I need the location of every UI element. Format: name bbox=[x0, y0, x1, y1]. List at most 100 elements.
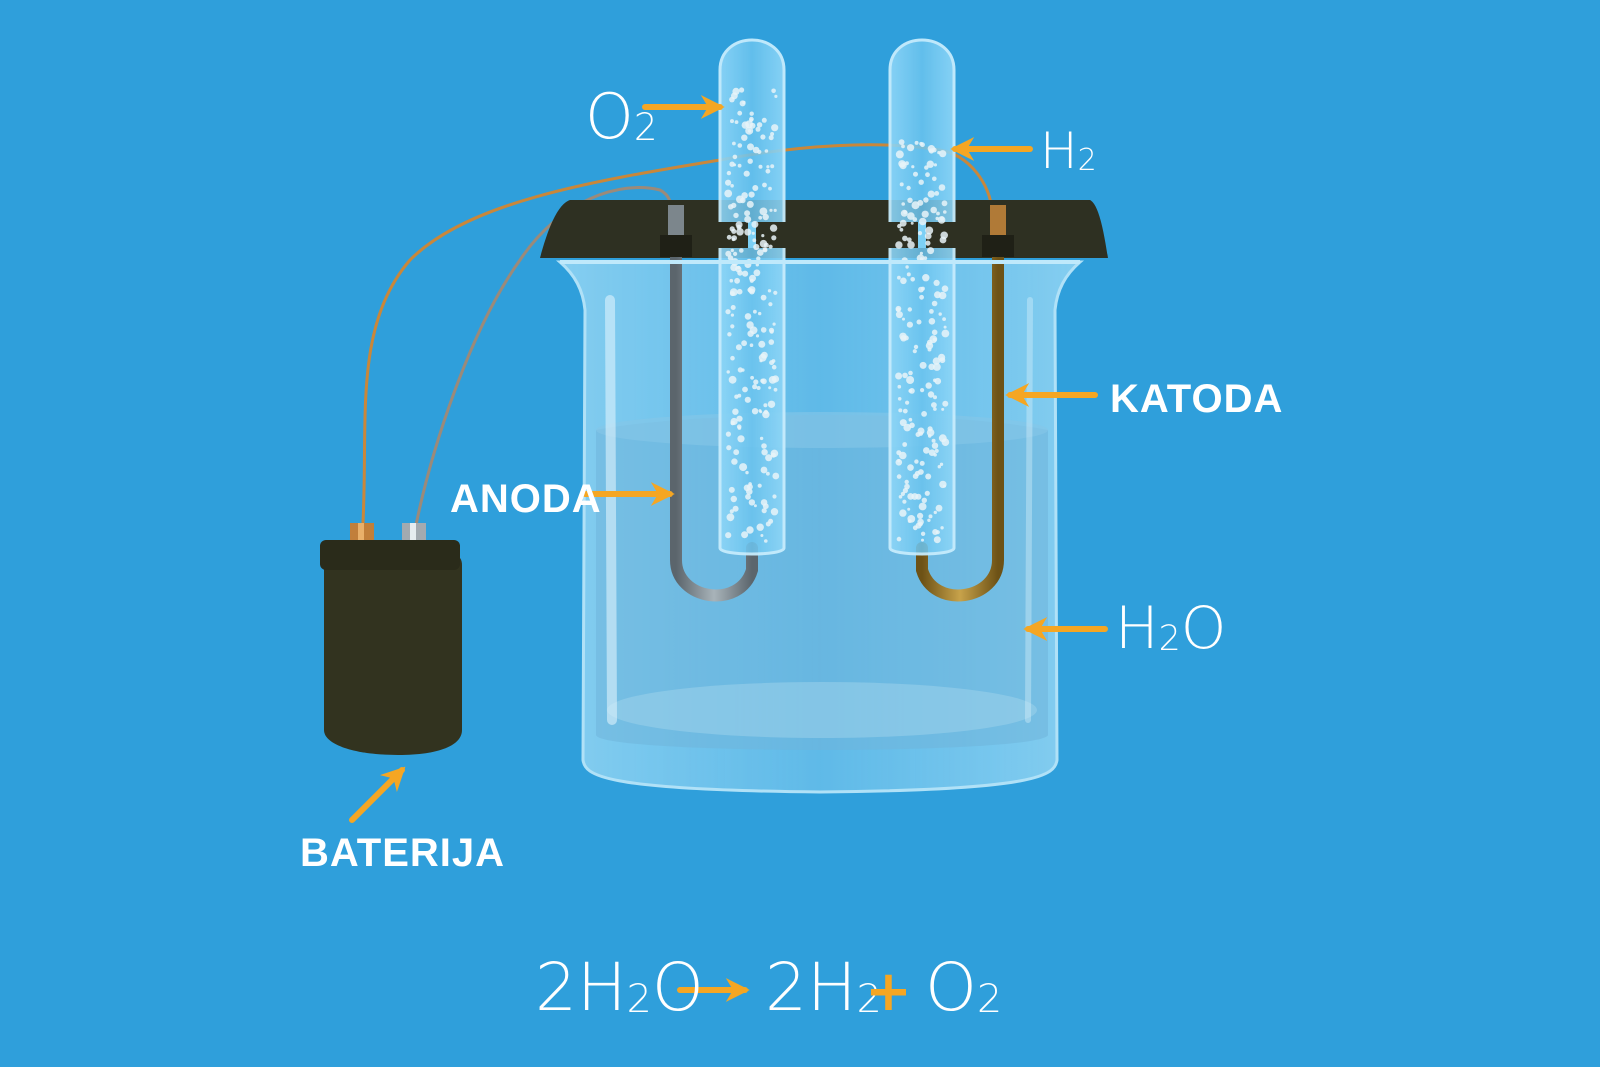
gas-bubble bbox=[941, 200, 948, 207]
gas-bubble bbox=[733, 251, 738, 256]
gas-bubble bbox=[940, 526, 944, 530]
gas-bubble bbox=[769, 224, 778, 232]
gas-bubble bbox=[774, 94, 778, 98]
gas-bubble bbox=[741, 340, 747, 347]
gas-bubble bbox=[730, 355, 735, 361]
equation-plus: + bbox=[865, 959, 912, 1024]
gas-bubble bbox=[934, 448, 939, 453]
gas-bubble bbox=[760, 294, 767, 301]
gas-bubble bbox=[928, 318, 936, 325]
gas-bubble bbox=[751, 220, 759, 228]
gas-bubble bbox=[911, 165, 915, 169]
gas-bubble bbox=[906, 237, 912, 243]
gas-bubble bbox=[730, 420, 735, 426]
gas-bubble bbox=[727, 332, 732, 337]
gas-bubble bbox=[772, 472, 780, 480]
gas-bubble bbox=[770, 164, 775, 169]
gas-bubble bbox=[733, 212, 739, 219]
gas-bubble bbox=[752, 384, 758, 390]
gas-bubble bbox=[895, 311, 903, 319]
gas-bubble bbox=[768, 376, 777, 384]
gas-bubble bbox=[771, 124, 779, 132]
gas-bubble bbox=[935, 504, 943, 512]
gas-bubble bbox=[728, 486, 735, 493]
gas-bubble bbox=[764, 539, 768, 543]
gas-bubble bbox=[758, 409, 762, 413]
gas-bubble bbox=[737, 270, 743, 276]
gas-bubble bbox=[758, 311, 762, 316]
gas-bubble bbox=[734, 120, 739, 124]
anode-electrode bbox=[670, 209, 758, 602]
gas-bubble bbox=[918, 217, 927, 226]
gas-bubble bbox=[733, 449, 740, 456]
gas-bubble bbox=[927, 518, 931, 522]
beaker-lid bbox=[540, 200, 1108, 258]
gas-bubble bbox=[914, 140, 919, 145]
gas-bubble bbox=[902, 372, 908, 379]
gas-bubble bbox=[757, 249, 764, 256]
gas-bubble bbox=[907, 507, 911, 511]
gas-bubble bbox=[937, 465, 941, 469]
gas-bubble bbox=[768, 135, 774, 141]
gas-bubble bbox=[929, 309, 934, 314]
gas-bubble bbox=[766, 165, 770, 169]
gas-bubble bbox=[907, 515, 916, 523]
gas-bubble bbox=[911, 201, 920, 210]
gas-bubble bbox=[900, 335, 907, 342]
gas-bubble bbox=[898, 495, 903, 499]
gas-bubble bbox=[762, 182, 767, 188]
gas-bubble bbox=[943, 325, 947, 329]
label-o2: O2 bbox=[585, 80, 657, 153]
gas-bubble bbox=[755, 126, 761, 132]
label-h2: H2 bbox=[1040, 122, 1097, 180]
gas-bubble bbox=[732, 154, 738, 160]
gas-bubble bbox=[771, 359, 776, 363]
gas-bubble bbox=[927, 426, 933, 432]
gas-bubble bbox=[737, 265, 741, 270]
gas-bubble bbox=[751, 408, 759, 415]
gas-bubble bbox=[744, 215, 752, 223]
gas-bubble bbox=[910, 277, 915, 282]
gas-bubble bbox=[918, 469, 924, 475]
gas-bubble bbox=[762, 247, 767, 252]
gas-bubble bbox=[749, 118, 753, 122]
gas-bubble bbox=[902, 317, 905, 321]
gas-bubble bbox=[943, 484, 946, 488]
wire-grey bbox=[411, 186, 674, 541]
gas-bubble bbox=[726, 170, 732, 176]
gas-bubble bbox=[761, 449, 768, 456]
gas-bubble bbox=[903, 210, 908, 215]
gas-bubble bbox=[730, 119, 734, 124]
gas-bubble bbox=[753, 504, 757, 508]
gas-bubble bbox=[933, 279, 940, 286]
gas-bubble bbox=[767, 400, 776, 408]
gas-bubble bbox=[939, 150, 947, 158]
gas-bubble bbox=[919, 251, 924, 255]
gas-bubble bbox=[941, 285, 949, 293]
gas-bubble bbox=[895, 241, 903, 249]
gas-bubble bbox=[898, 408, 903, 413]
equation-right-oxygen: O2 bbox=[925, 949, 1002, 1026]
gas-bubble bbox=[749, 274, 756, 282]
gas-bubble bbox=[895, 150, 904, 159]
gas-bubble bbox=[907, 144, 915, 152]
gas-bubble bbox=[925, 473, 932, 480]
gas-bubble bbox=[923, 197, 929, 203]
equation-left: 2H2O bbox=[535, 949, 704, 1026]
gas-bubble bbox=[902, 235, 908, 242]
gas-bubble bbox=[725, 431, 732, 437]
gas-bubble bbox=[926, 160, 934, 168]
gas-bubble bbox=[898, 160, 906, 168]
gas-bubble bbox=[925, 382, 932, 389]
gas-bubble bbox=[753, 269, 761, 277]
gas-bubble bbox=[899, 419, 907, 427]
gas-bubble bbox=[758, 340, 766, 348]
gas-bubble bbox=[895, 307, 901, 313]
gas-bubble bbox=[918, 179, 924, 185]
gas-bubble bbox=[755, 334, 760, 338]
gas-bubble bbox=[761, 443, 767, 449]
gas-bubble bbox=[919, 141, 923, 146]
gas-bubble bbox=[927, 391, 935, 398]
gas-bubble bbox=[736, 228, 744, 236]
gas-bubble bbox=[932, 176, 937, 182]
